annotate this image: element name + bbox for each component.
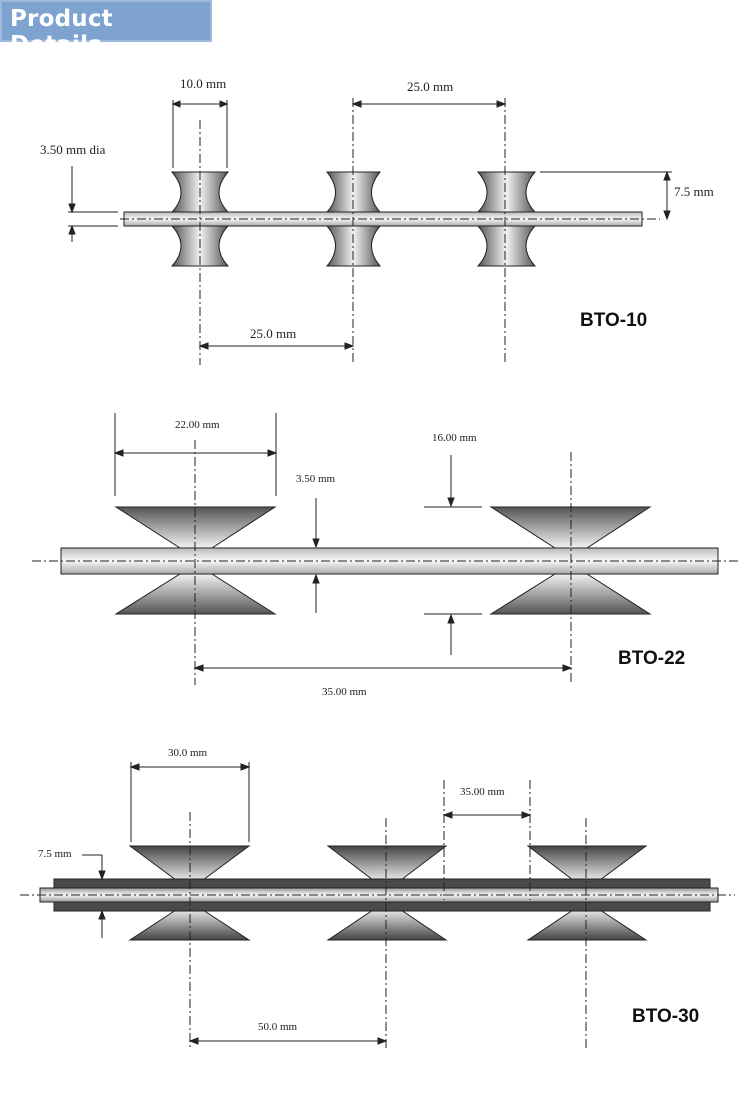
bto-30-drawing <box>20 762 735 1048</box>
diagram-bto-10: 10.0 mm 25.0 mm 3.50 mm dia 7.5 mm 25.0 … <box>0 0 755 380</box>
bto-10-half-height-label: 7.5 mm <box>674 184 714 199</box>
bto-10-model-label: BTO-10 <box>580 310 648 331</box>
section-title: Product Details <box>10 6 113 58</box>
bto-10-core-dia-label: 3.50 mm dia <box>40 142 106 157</box>
bto-22-spacing-label: 35.00 mm <box>322 686 367 698</box>
section-header: Product Details <box>0 0 212 58</box>
bto-22-core-label: 3.50 mm <box>296 473 336 485</box>
bto-30-spacing-label: 50.0 mm <box>258 1021 298 1033</box>
bto-22-blade-width-label: 22.00 mm <box>175 419 220 431</box>
bto-22-height-label: 16.00 mm <box>432 432 477 444</box>
diagram-bto-22: 22.00 mm 3.50 mm 16.00 mm 35.00 mm BTO-2… <box>0 390 755 720</box>
bto-30-gap-label: 35.00 mm <box>460 786 505 798</box>
bto-22-drawing <box>32 413 740 685</box>
bto-30-half-height-label: 7.5 mm <box>38 848 72 860</box>
bto-10-drawing <box>68 98 672 365</box>
diagram-bto-30: 30.0 mm 35.00 mm 7.5 mm 50.0 mm BTO-30 <box>0 730 755 1094</box>
bto-30-model-label: BTO-30 <box>632 1006 700 1027</box>
bto-10-blade-3 <box>476 171 537 267</box>
bto-10-spacing-top-label: 25.0 mm <box>407 79 454 94</box>
bto-10-spacing-bottom-label: 25.0 mm <box>250 326 297 341</box>
bto-30-blade-width-label: 30.0 mm <box>168 747 208 759</box>
bto-22-model-label: BTO-22 <box>618 648 686 669</box>
section-header-bg <box>2 2 210 40</box>
bto-10-blade-width-label: 10.0 mm <box>180 76 227 91</box>
